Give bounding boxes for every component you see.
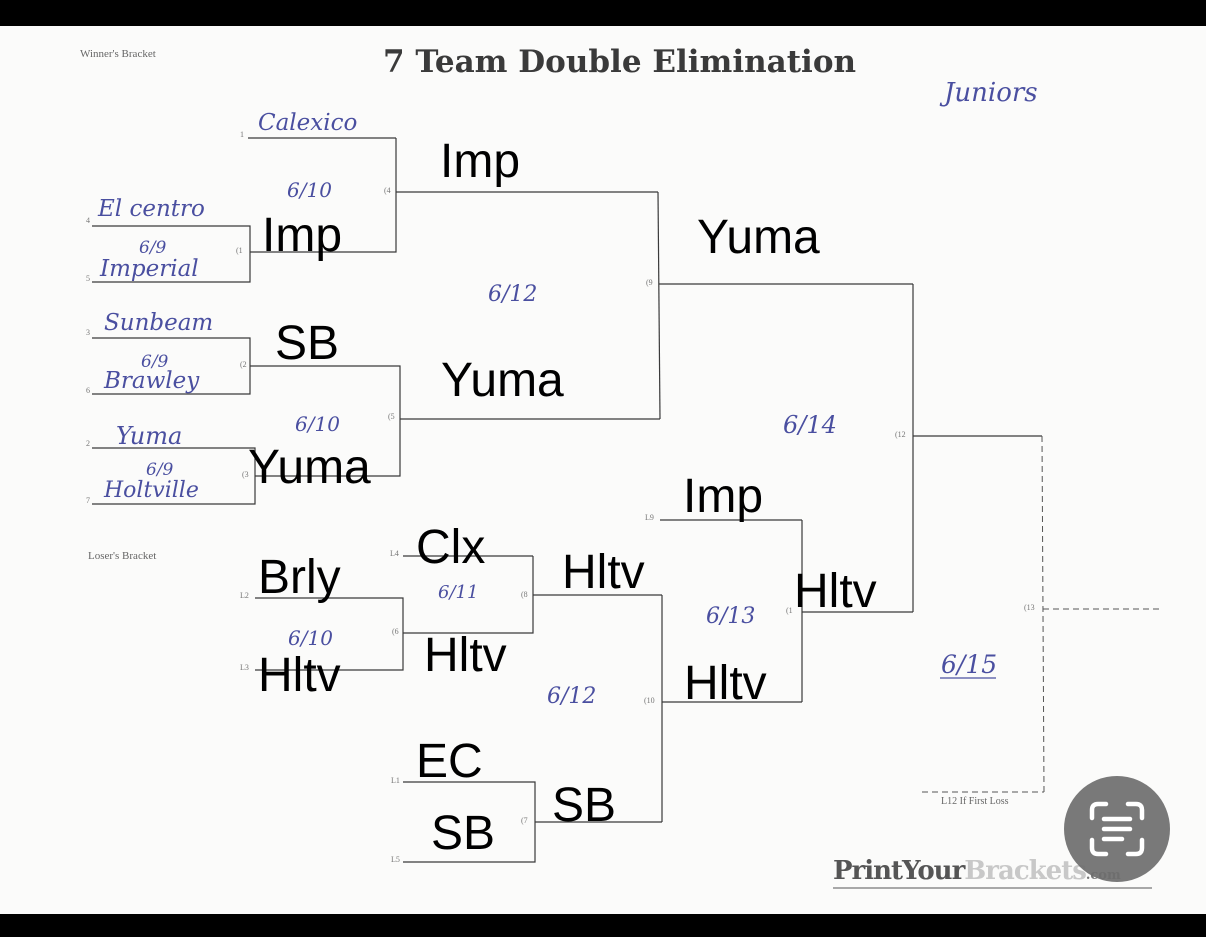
team-slot-7: Holtville [104,478,199,503]
bracket-sheet: Winner's Bracket 7 Team Double Eliminati… [0,26,1206,914]
game-number-11: (1 [786,606,793,615]
line-game-6 [255,597,404,671]
game-number-12: (12 [895,430,906,439]
winner-loser-l5: SB [431,807,496,860]
winner-loser-l2: Brly [258,551,341,604]
date-game-3: 6/9 [146,460,174,480]
winner-game-7: SB [552,779,617,832]
bracket-lines [92,137,1160,889]
winner-loser-l4: Clx [416,521,486,574]
winners-bracket-label: Winner's Bracket [80,48,156,60]
loser-ref-l4: L4 [390,549,399,558]
seed-7: 7 [86,496,90,505]
seed-6: 6 [86,386,90,395]
seed-4: 4 [86,216,90,225]
game-number-1: (1 [236,246,243,255]
division-label: Juniors [944,78,1038,108]
line-game-9 [657,191,661,420]
game-number-5: (5 [388,412,395,421]
winner-game-9: Yuma [697,211,820,264]
date-game-6: 6/10 [288,626,333,650]
line-game-13 [1041,435,1045,793]
line-game-5 [250,365,401,477]
winner-game-5: Yuma [441,354,564,407]
line-game-1 [92,225,251,283]
loser-ref-l9: L9 [645,513,654,522]
text-scan-icon [1089,801,1145,857]
loser-ref-l5: L5 [391,855,400,864]
winner-loser-l9: Imp [683,470,764,523]
page-title: 7 Team Double Elimination [383,44,857,80]
date-game-4: 6/10 [287,178,332,202]
team-slot-6: Brawley [104,368,200,394]
losers-bracket-label: Loser's Bracket [88,550,157,562]
winner-game-4: Imp [440,135,521,188]
game-number-9: (9 [646,278,653,287]
date-game-12: 6/14 [783,411,837,439]
loser-ref-l1: L1 [391,776,400,785]
date-game-8: 6/11 [438,582,479,603]
winner-game-6: Hltv [424,629,507,682]
team-slot-4: El centro [98,196,205,222]
game-number-8: (8 [521,590,528,599]
date-game-1: 6/9 [139,238,167,258]
winner-game-2: SB [275,317,340,370]
seed-2: 2 [86,439,90,448]
winner-loser-l3: Hltv [258,649,341,702]
game-number-2: (2 [240,360,247,369]
team-slot-1: Calexico [258,110,358,136]
date-game-13: 6/15 [941,650,998,679]
seed-3: 3 [86,328,90,337]
date-game-10: 6/12 [547,684,597,709]
loser-ref-l3: L3 [240,663,249,672]
game-number-7: (7 [521,816,528,825]
loser-ref-l2: L2 [240,591,249,600]
seed-5: 5 [86,274,90,283]
game-number-13: (13 [1024,603,1035,612]
game-number-4: (4 [384,186,391,195]
team-slot-3: Sunbeam [104,310,214,336]
winner-game-1: Imp [262,209,343,262]
winner-game-11: Hltv [794,565,877,618]
team-slot-5: Imperial [100,256,199,282]
brand-part-2: Brackets [964,856,1087,886]
if-first-loss-note: L12 If First Loss [941,796,1009,807]
winner-loser-l1: EC [416,735,483,788]
game-number-10: (10 [644,696,655,705]
winner-game-3: Yuma [248,441,371,494]
game-number-3: (3 [242,470,249,479]
date-game-11: 6/13 [706,604,756,629]
winner-game-8: Hltv [562,546,645,599]
seed-1: 1 [240,130,244,139]
line-game-4 [250,138,397,253]
date-game-2: 6/9 [141,352,169,372]
date-game-9: 6/12 [488,282,538,307]
brand-logo: PrintYourBrackets.com [833,856,1121,886]
game-number-6: (6 [392,627,399,636]
date-game-5: 6/10 [295,412,340,436]
brand-part-1: PrintYour [833,856,965,886]
scan-text-button[interactable] [1064,776,1170,882]
team-slot-2: Yuma [116,422,183,450]
line-game-8 [403,556,534,634]
winner-game-10: Hltv [684,657,767,710]
